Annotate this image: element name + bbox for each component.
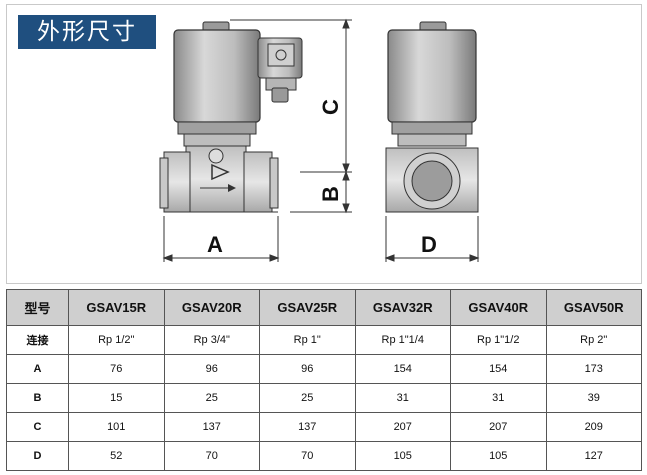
table-cell: 25 [163, 383, 260, 413]
valve-drawing: A C B D [159, 18, 480, 262]
table-cell: 76 [68, 354, 165, 384]
header-cell: GSAV32R [354, 289, 451, 326]
table-row: A 76 96 96 154 154 173 [6, 354, 642, 384]
table-cell: 31 [450, 383, 547, 413]
table-cell: 15 [68, 383, 165, 413]
table-cell: Rp 1/2" [68, 325, 165, 355]
table-row: C 101 137 137 207 207 209 [6, 412, 642, 442]
table-cell: 52 [68, 441, 165, 471]
spec-table: 型号 GSAV15R GSAV20R GSAV25R GSAV32R GSAV4… [6, 289, 642, 471]
table-cell: 96 [163, 354, 260, 384]
dim-label-a: A [207, 232, 223, 257]
table-cell: 173 [545, 354, 642, 384]
row-label: C [6, 412, 69, 442]
table-cell: 25 [259, 383, 356, 413]
table-header-row: 型号 GSAV15R GSAV20R GSAV25R GSAV32R GSAV4… [6, 289, 642, 326]
table-cell: Rp 3/4" [163, 325, 260, 355]
dimension-c-b [230, 18, 352, 214]
table-cell: 101 [68, 412, 165, 442]
row-label: A [6, 354, 69, 384]
table-cell: 127 [545, 441, 642, 471]
row-label: B [6, 383, 69, 413]
table-cell: 70 [163, 441, 260, 471]
drawing-panel [6, 4, 642, 284]
dimension-a [162, 216, 280, 262]
front-view [159, 21, 303, 213]
dimension-d [384, 216, 480, 262]
table-cell: 39 [545, 383, 642, 413]
table-cell: Rp 1" [259, 325, 356, 355]
table-cell: 96 [259, 354, 356, 384]
header-cell: 型号 [6, 289, 69, 326]
side-view [385, 21, 479, 213]
table-cell: 207 [450, 412, 547, 442]
table-cell: Rp 2" [545, 325, 642, 355]
header-cell: GSAV20R [163, 289, 260, 326]
header-cell: GSAV15R [68, 289, 165, 326]
table-cell: 70 [259, 441, 356, 471]
dim-label-d: D [421, 232, 437, 257]
table-cell: 105 [354, 441, 451, 471]
row-label: D [6, 441, 69, 471]
table-cell: 137 [259, 412, 356, 442]
table-cell: 137 [163, 412, 260, 442]
table-row: B 15 25 25 31 31 39 [6, 383, 642, 413]
table-cell: Rp 1"1/2 [450, 325, 547, 355]
table-cell: 154 [354, 354, 451, 384]
table-cell: 31 [354, 383, 451, 413]
table-row: D 52 70 70 105 105 127 [6, 441, 642, 471]
table-cell: 105 [450, 441, 547, 471]
table-cell: 209 [545, 412, 642, 442]
table-cell: 154 [450, 354, 547, 384]
table-cell: 207 [354, 412, 451, 442]
section-title: 外形尺寸 [18, 15, 156, 49]
header-cell: GSAV40R [450, 289, 547, 326]
dim-label-b: B [318, 186, 343, 202]
table-cell: Rp 1"1/4 [354, 325, 451, 355]
dim-label-c: C [318, 99, 343, 115]
header-cell: GSAV25R [259, 289, 356, 326]
row-label: 连接 [6, 325, 69, 355]
header-cell: GSAV50R [545, 289, 642, 326]
table-row: 连接 Rp 1/2" Rp 3/4" Rp 1" Rp 1"1/4 Rp 1"1… [6, 325, 642, 355]
